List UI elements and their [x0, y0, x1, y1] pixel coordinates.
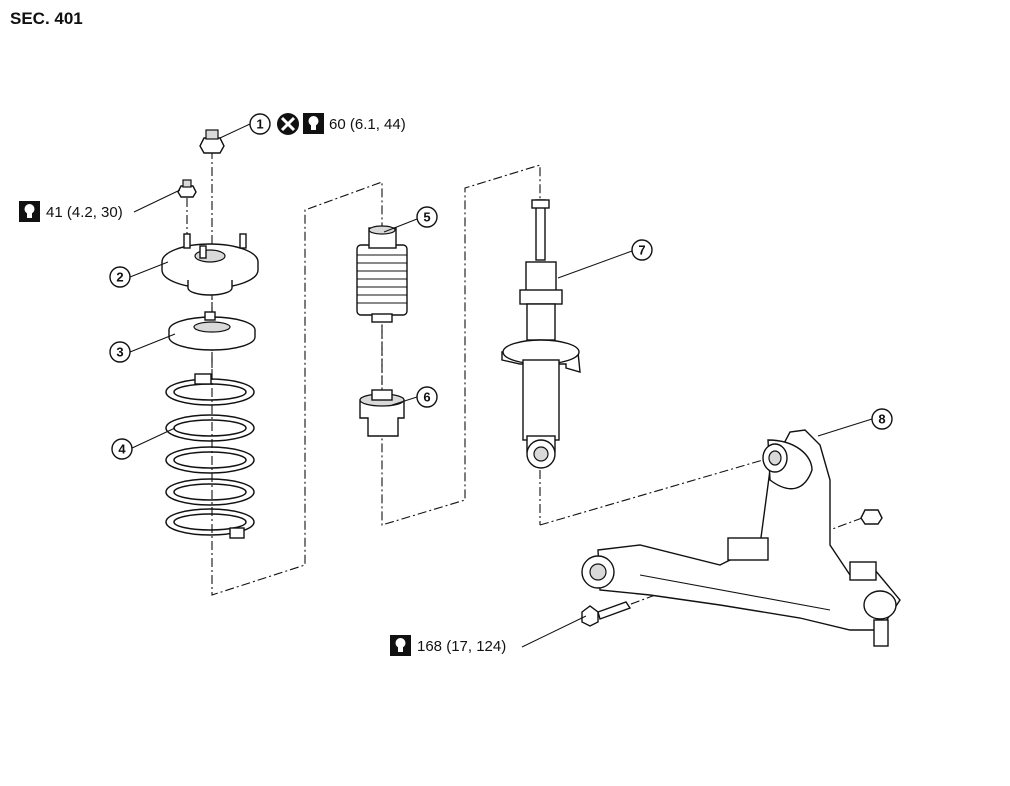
callout-4: 4	[111, 438, 133, 460]
svg-text:5: 5	[423, 210, 430, 225]
part-2-upper-mount	[161, 233, 259, 296]
part-8-lower-arm	[581, 429, 901, 647]
callout-3: 3	[109, 341, 131, 363]
torque-spec-nut-1: 60 (6.1, 44)	[329, 116, 406, 133]
part-3-spring-seat	[168, 311, 256, 351]
svg-text:4: 4	[118, 442, 126, 457]
torque-wrench-icon	[390, 635, 411, 656]
torque-wrench-icon	[303, 113, 324, 134]
callout-1: 1	[249, 113, 271, 135]
svg-text:2: 2	[116, 270, 123, 285]
svg-text:1: 1	[256, 117, 263, 132]
svg-text:6: 6	[423, 390, 430, 405]
part-6-bound-bumper	[359, 389, 405, 437]
part-1-nut	[199, 129, 225, 154]
section-title: SEC. 401	[10, 9, 83, 28]
arm-bolt	[581, 601, 632, 627]
leader-lines	[129, 123, 873, 648]
svg-text:7: 7	[638, 243, 645, 258]
callout-7: 7	[631, 239, 653, 261]
part-5-dust-boot	[356, 225, 408, 323]
torque-wrench-icon	[19, 201, 40, 222]
callout-5: 5	[416, 206, 438, 228]
mount-nut	[177, 179, 197, 235]
torque-spec-mount-nuts: 41 (4.2, 30)	[46, 204, 123, 221]
part-4-coil-spring	[165, 373, 255, 539]
svg-text:3: 3	[116, 345, 123, 360]
svg-text:8: 8	[878, 412, 885, 427]
part-7-shock-absorber	[501, 199, 581, 469]
callout-8: 8	[871, 408, 893, 430]
do-not-reuse-icon	[277, 113, 299, 135]
callout-6: 6	[416, 386, 438, 408]
callout-2: 2	[109, 266, 131, 288]
torque-spec-bolt: 168 (17, 124)	[417, 638, 506, 655]
